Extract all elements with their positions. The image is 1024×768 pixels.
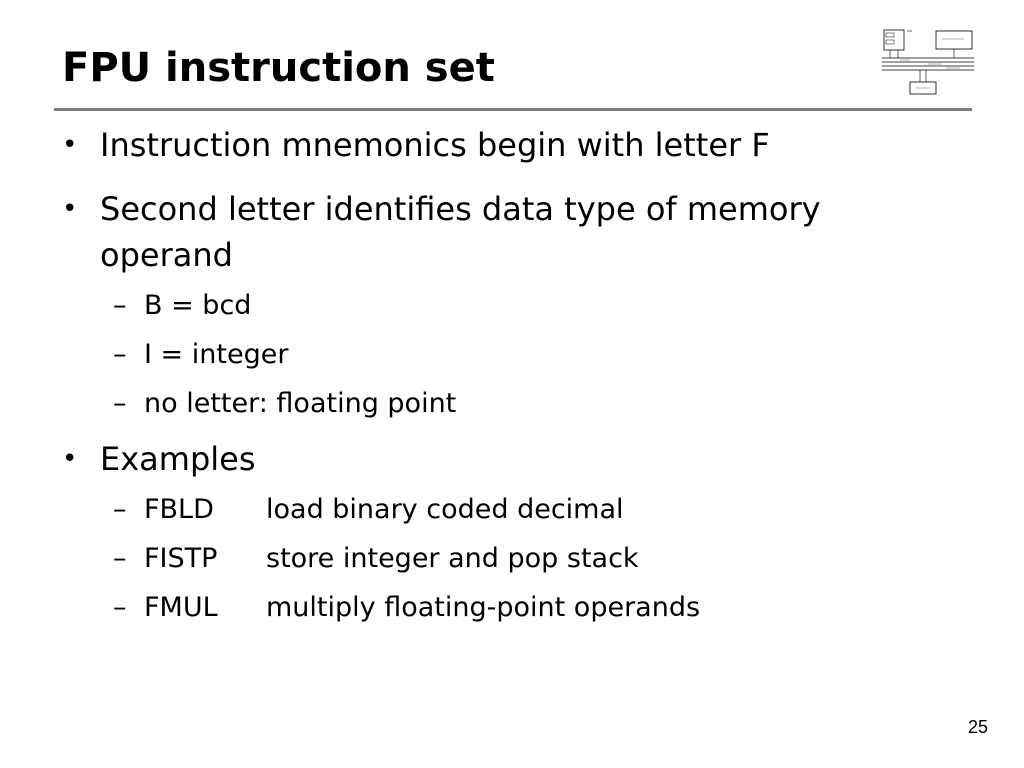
example-mnemonic: FMUL	[144, 592, 218, 623]
sub-bullet-glyph: –	[113, 290, 127, 321]
example-mnemonic: FISTP	[144, 543, 218, 574]
sub-bullet-text: I = integer	[144, 339, 289, 370]
title-divider	[54, 108, 972, 111]
bullet-text: Second letter identifies data type of me…	[100, 190, 821, 274]
bullet-text: Instruction mnemonics begin with letter …	[100, 126, 770, 164]
example-description: load binary coded decimal	[266, 494, 624, 525]
sub-bullet-glyph: –	[113, 592, 127, 623]
bullet-glyph: •	[62, 194, 78, 224]
example-description: store integer and pop stack	[266, 543, 639, 574]
bullet-glyph: •	[62, 130, 78, 160]
page-number: 25	[967, 717, 988, 737]
sub-bullet-glyph: –	[113, 494, 127, 525]
sub-bullet-text: no letter: floating point	[144, 388, 457, 419]
bullet-text: Examples	[100, 440, 256, 478]
bullet-glyph: •	[62, 444, 78, 474]
sub-bullet-glyph: –	[113, 339, 127, 370]
sub-bullet-glyph: –	[113, 543, 127, 574]
sub-bullet-text: B = bcd	[144, 290, 252, 321]
slide-title: FPU instruction set	[62, 45, 495, 91]
cpu-architecture-diagram-icon	[882, 29, 974, 95]
sub-bullet-glyph: –	[113, 388, 127, 419]
example-description: multiply floating-point operands	[266, 592, 701, 623]
example-mnemonic: FBLD	[144, 494, 214, 525]
